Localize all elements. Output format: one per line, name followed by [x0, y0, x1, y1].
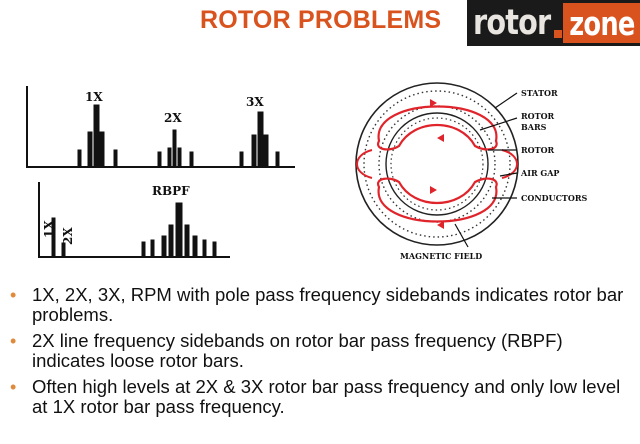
- bullet-item: • Often high levels at 2X & 3X rotor bar …: [8, 377, 633, 417]
- logo-text-rotor: rotor: [473, 3, 551, 43]
- label-air-gap: AIR GAP: [520, 168, 559, 178]
- conductor-dots-outer: [363, 90, 511, 238]
- logo-dot: [554, 30, 562, 38]
- bullet-list: • 1X, 2X, 3X, RPM with pole pass frequenc…: [8, 285, 633, 423]
- bottom-label-rbpf: RBPF: [152, 184, 190, 198]
- bottom-1x-peak: [51, 217, 56, 258]
- bottom-spectrum: [38, 182, 230, 258]
- rotor-bar-dots: [378, 105, 496, 223]
- rotor-circle: [385, 112, 489, 216]
- magnetic-field-upper-loop: [376, 105, 498, 151]
- logo-text-zone: zone: [568, 3, 635, 43]
- bullet-marker: •: [10, 285, 17, 305]
- top-label-2x: 2X: [164, 111, 182, 125]
- logo-box-zone: zone: [563, 3, 640, 43]
- label-conductors: CONDUCTORS: [521, 193, 588, 203]
- top-1x-peak-cluster: [77, 104, 118, 168]
- bottom-rbpf-peak-cluster: [141, 202, 217, 258]
- field-arrow-top: [430, 99, 437, 107]
- bullet-item: • 2X line frequency sidebands on rotor ba…: [8, 331, 633, 371]
- bullet-marker: •: [10, 377, 17, 397]
- bullet-text: 1X, 2X, 3X, RPM with pole pass frequency…: [32, 284, 624, 325]
- bullet-item: • 1X, 2X, 3X, RPM with pole pass frequenc…: [8, 285, 633, 325]
- rotor-cross-section: [355, 82, 519, 246]
- top-label-3x: 3X: [246, 95, 264, 109]
- bottom-label-2x: 2X: [61, 227, 75, 245]
- label-magnetic-field: MAGNETIC FIELD: [400, 251, 482, 261]
- top-2x-peak-cluster: [157, 129, 194, 168]
- top-3x-peak-cluster: [239, 111, 280, 168]
- rotor-inner-dots: [390, 117, 484, 211]
- bullet-marker: •: [10, 331, 17, 351]
- label-rotor-bars: ROTOR BARS: [521, 111, 557, 132]
- magnetic-field-right-arc: [501, 149, 518, 179]
- rotor-leader-lines: [454, 92, 518, 248]
- label-rotor-bars-line2: BARS: [521, 122, 547, 132]
- rotor-zone-logo: rotor zone: [467, 0, 640, 46]
- bullet-text: Often high levels at 2X & 3X rotor bar p…: [32, 376, 621, 417]
- top-spectrum: [26, 86, 295, 168]
- magnetic-field-lower-loop: [376, 177, 498, 223]
- field-arrow-bottom: [437, 221, 444, 229]
- magnetic-field-left-arc: [356, 149, 373, 179]
- top-label-1x: 1X: [85, 90, 103, 104]
- field-arrow-inner-bottom: [430, 186, 437, 194]
- field-arrow-inner-top: [437, 134, 444, 142]
- label-stator: STATOR: [521, 88, 558, 98]
- page-title: ROTOR PROBLEMS: [200, 6, 442, 34]
- label-rotor-bars-line1: ROTOR: [521, 111, 555, 121]
- bullet-text: 2X line frequency sidebands on rotor bar…: [32, 330, 563, 371]
- bottom-2x-peak: [61, 242, 66, 258]
- label-rotor: ROTOR: [521, 145, 555, 155]
- bottom-label-1x: 1X: [42, 220, 56, 238]
